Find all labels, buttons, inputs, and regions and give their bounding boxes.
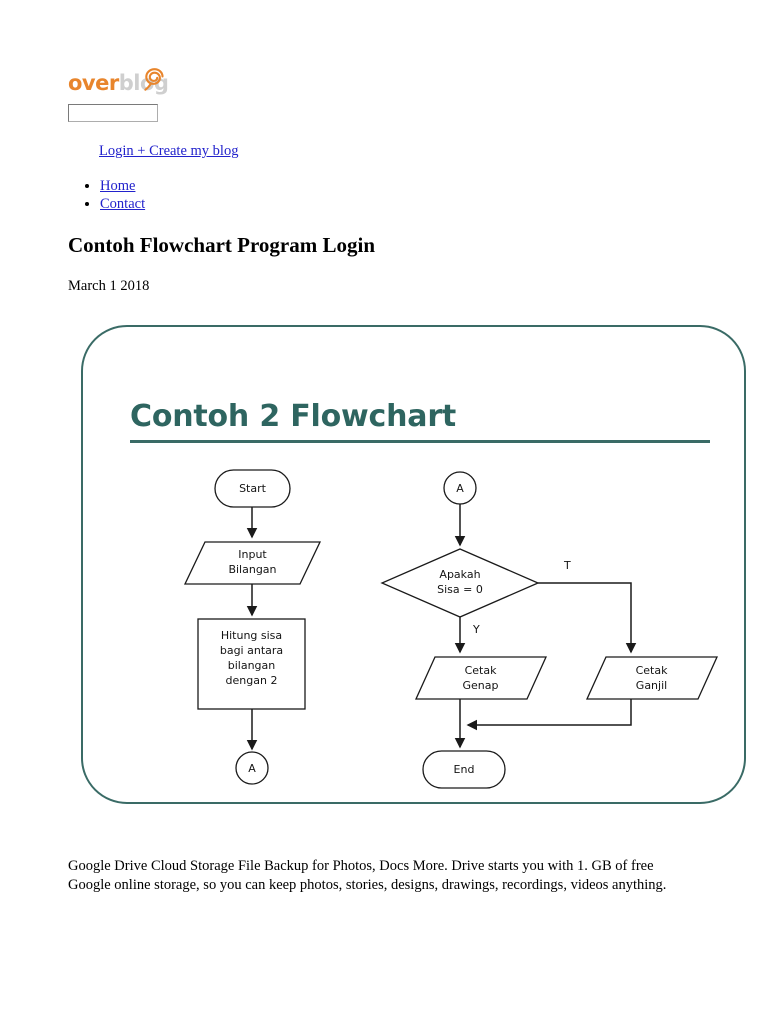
node-connector-a-bottom [235, 751, 269, 785]
node-end [422, 750, 506, 789]
site-logo[interactable]: overblog [68, 68, 188, 106]
nav-item-contact[interactable]: Contact [100, 195, 145, 213]
page-title: Contoh Flowchart Program Login [68, 233, 376, 257]
post-date: March 1 2018 [68, 278, 150, 294]
spiral-swirl-icon [144, 68, 164, 91]
nav-link-home[interactable]: Home [100, 178, 136, 194]
node-print-ganjil [585, 656, 719, 700]
logo-over-text: over [68, 71, 119, 95]
search-input[interactable] [68, 104, 158, 122]
edge-merge-ganjil [466, 699, 632, 731]
main-nav: Home Contact [78, 177, 145, 213]
logo-wordmark: overblog [68, 70, 188, 96]
edge-true-branch [538, 582, 637, 654]
branch-label-true: T [564, 559, 571, 572]
login-create-blog-link[interactable]: Login + Create my blog [99, 143, 239, 159]
nav-item-home[interactable]: Home [100, 177, 145, 195]
flowchart-diagram [183, 469, 719, 789]
node-decision-apakah-sisa [380, 548, 540, 618]
node-start [214, 469, 291, 508]
post-body: Google Drive Cloud Storage File Backup f… [68, 857, 667, 893]
flowchart-title-rule [130, 440, 710, 443]
nav-link-contact[interactable]: Contact [100, 196, 146, 212]
node-connector-a-top [443, 471, 477, 505]
node-print-genap [414, 656, 548, 700]
logo-blog-text: blog [118, 71, 169, 95]
node-process-hitung [197, 618, 306, 710]
flowchart-figure: Contoh 2 Flowchart [81, 325, 746, 804]
flowchart-title: Contoh 2 Flowchart [130, 399, 457, 434]
node-input-bilangan [183, 541, 322, 585]
branch-label-false: Y [473, 623, 480, 636]
